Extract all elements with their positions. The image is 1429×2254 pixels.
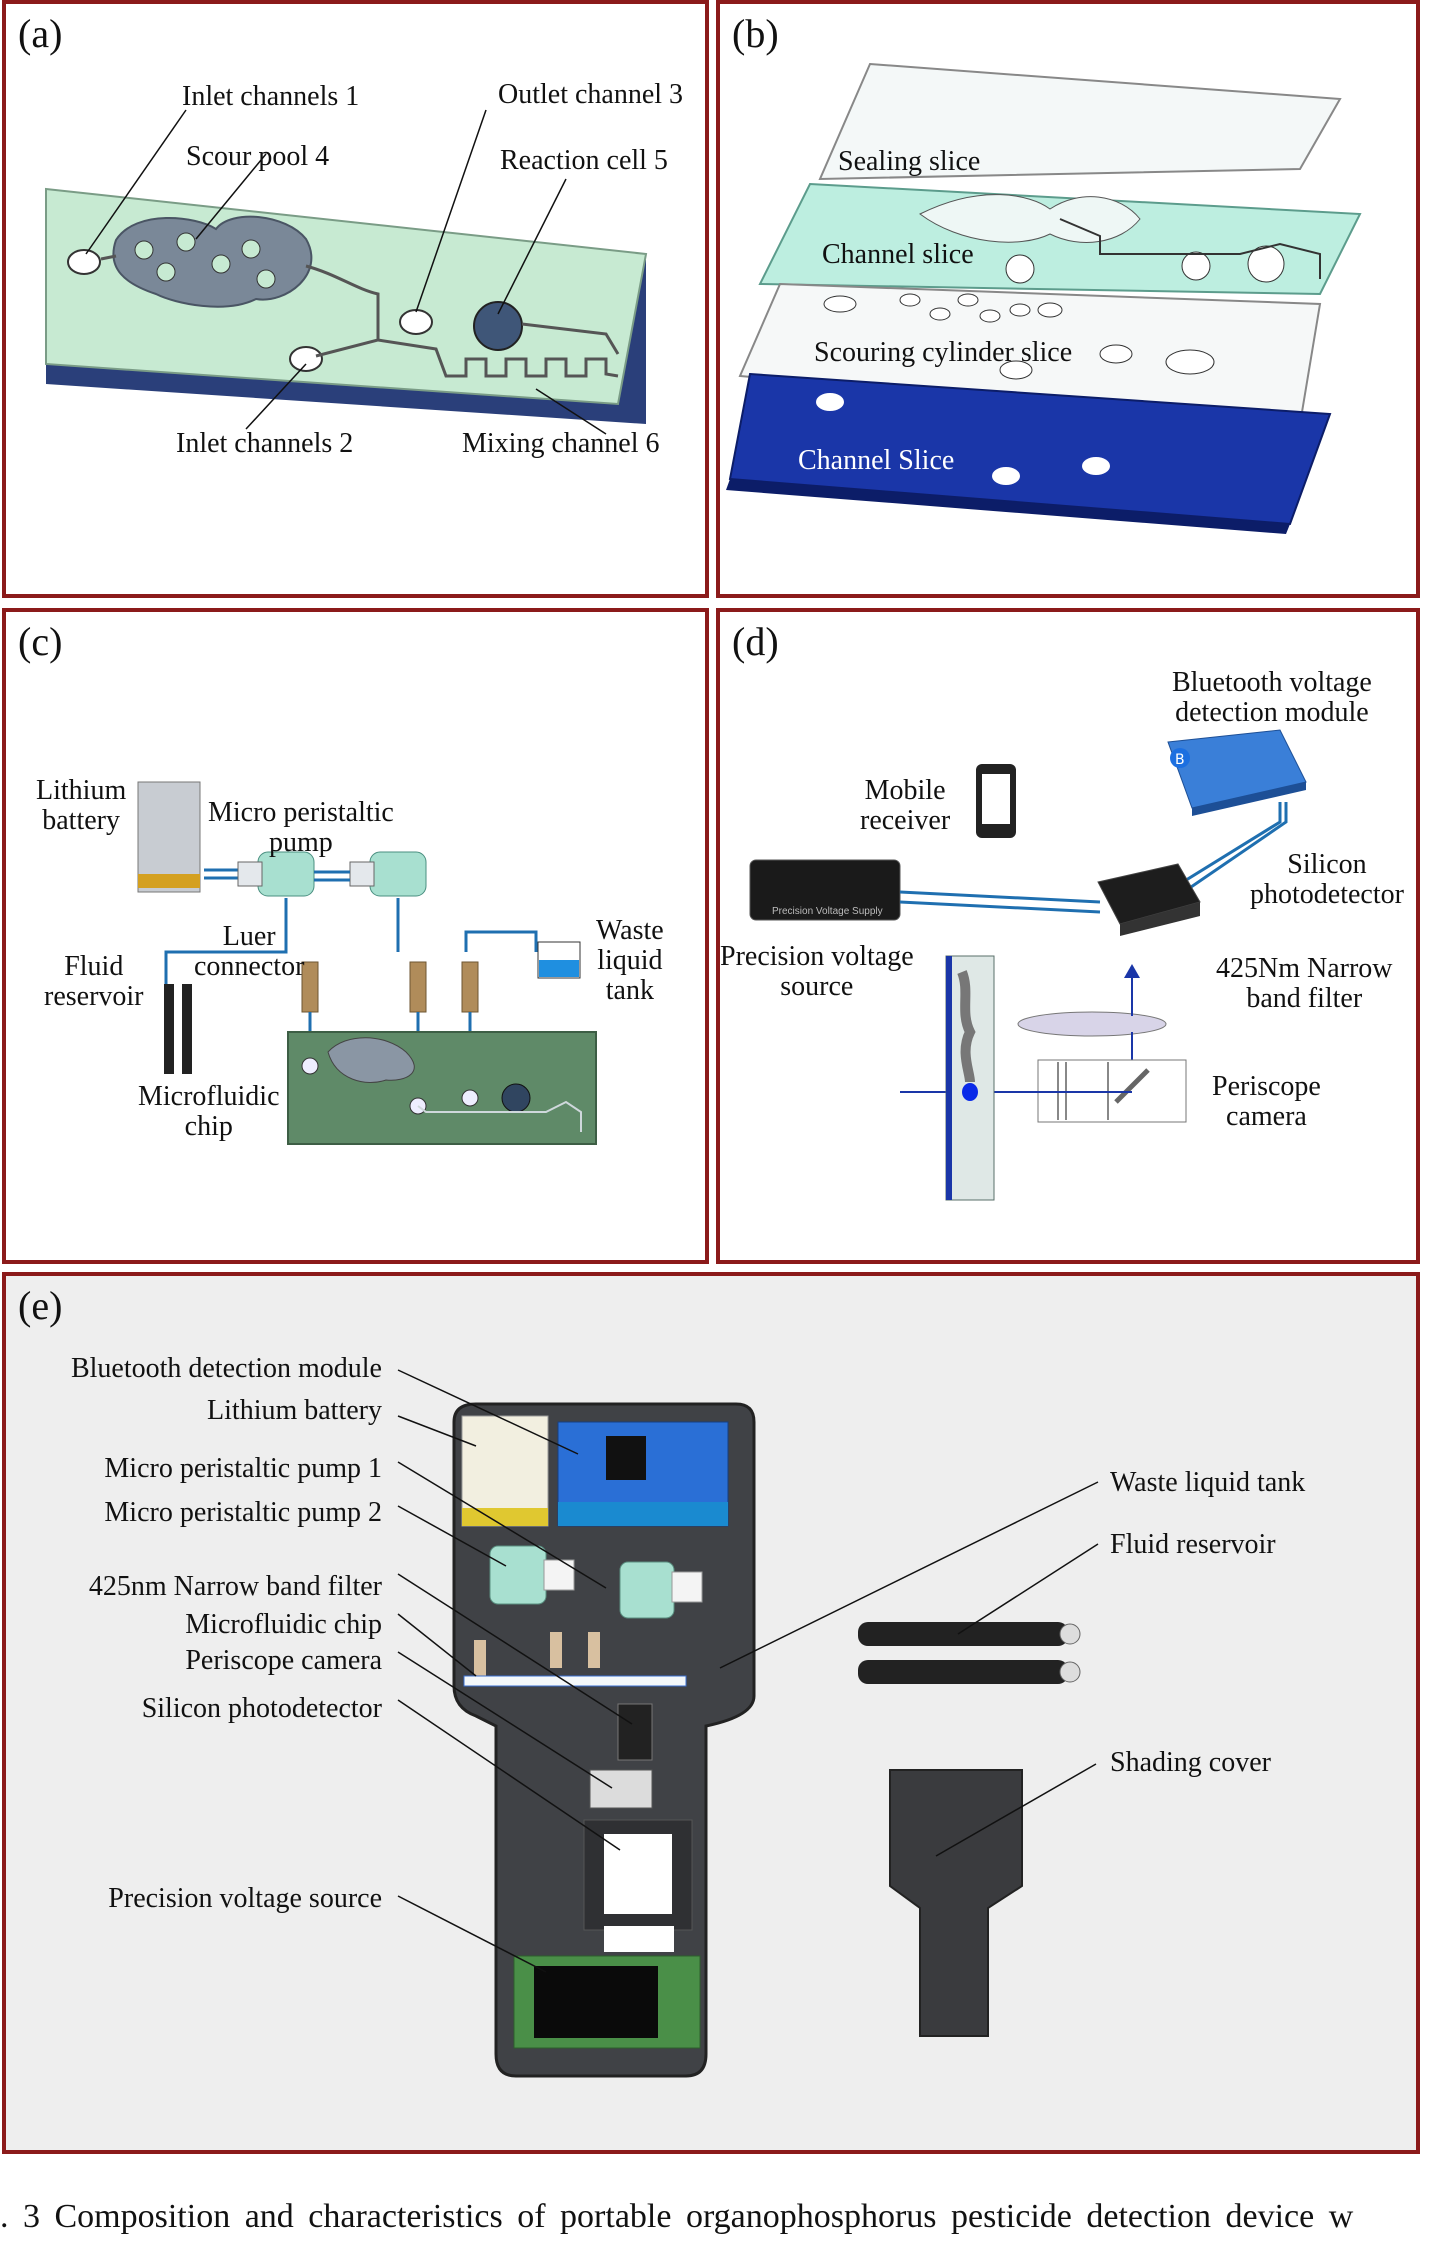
pvs-line1: Precision voltage [720, 941, 914, 972]
luer-line2: connector [194, 951, 305, 982]
label-sealing-slice: Sealing slice [838, 146, 981, 177]
panel-b: (b) Sealing slice Channel slice Scouring… [716, 0, 1420, 598]
label-mixing-channel-6: Mixing channel 6 [462, 428, 660, 459]
label-e-micro-peristaltic-pump-2: Micro peristaltic pump 2 [104, 1497, 382, 1528]
label-mobile-receiver: Mobile receiver [860, 776, 950, 836]
panel-a-tag: (a) [18, 11, 63, 56]
waste-line2: liquid [597, 945, 663, 976]
label-narrow-band-filter: 425Nm Narrow band filter [1216, 954, 1393, 1014]
label-bluetooth-voltage-module: Bluetooth voltage detection module [1172, 668, 1372, 728]
microfluidic-chip-drawing [45, 109, 648, 435]
label-scouring-cylinder-slice: Scouring cylinder slice [814, 337, 1073, 368]
mobile-line1: Mobile [864, 775, 946, 806]
silicon-line1: Silicon [1287, 849, 1367, 880]
panel-d-tag: (d) [732, 619, 779, 664]
lithium-line1: Lithium [36, 775, 127, 806]
waste-line3: tank [605, 975, 654, 1006]
label-lithium-battery: Lithium battery [36, 776, 126, 836]
periscope-line1: Periscope [1212, 1071, 1321, 1102]
optical-electrical-schematic: B [749, 729, 1307, 1201]
label-e-microfluidic-chip: Microfluidic chip [185, 1609, 382, 1640]
pvs-line2: source [780, 971, 854, 1002]
panel-c-tag: (c) [18, 619, 63, 664]
chip-line1: Microfluidic [138, 1081, 280, 1112]
label-fluid-reservoir: Fluid reservoir [44, 952, 144, 1012]
panel-b-tag: (b) [732, 11, 779, 56]
filter-line2: band filter [1246, 983, 1363, 1014]
pump-line2: pump [269, 827, 333, 858]
label-silicon-photodetector: Silicon photodetector [1250, 850, 1404, 910]
panel-e-tag: (e) [18, 1283, 63, 1328]
label-e-periscope-camera: Periscope camera [185, 1645, 382, 1676]
label-e-lithium-battery: Lithium battery [207, 1395, 382, 1426]
label-e-bluetooth-detection-module: Bluetooth detection module [70, 1353, 382, 1384]
fluid-line1: Fluid [64, 951, 124, 982]
label-scour-pool-4: Scour pool 4 [186, 141, 330, 172]
device-render [397, 1369, 1099, 2078]
fluid-path-schematic [137, 781, 597, 1145]
svg-text:B: B [1175, 752, 1185, 768]
figure-caption: . 3 Composition and characteristics of p… [0, 2198, 1354, 2235]
lithium-line2: battery [42, 805, 120, 836]
label-e-silicon-photodetector: Silicon photodetector [141, 1693, 382, 1724]
label-waste-liquid-tank: Waste liquid tank [596, 916, 664, 1006]
device-text: Precision Voltage Supply [772, 906, 883, 917]
chip-line2: chip [184, 1111, 233, 1142]
bt-line2: detection module [1175, 697, 1369, 728]
mobile-line2: receiver [860, 805, 951, 836]
bt-line1: Bluetooth voltage [1172, 667, 1372, 698]
label-channel-slice-bottom: Channel Slice [798, 445, 955, 476]
label-precision-voltage-source: Precision voltage source [720, 942, 914, 1002]
label-reaction-cell-5: Reaction cell 5 [500, 145, 668, 176]
filter-line1: 425Nm Narrow [1216, 953, 1393, 984]
label-inlet-channels-2: Inlet channels 2 [176, 428, 354, 459]
label-e-micro-peristaltic-pump-1: Micro peristaltic pump 1 [104, 1453, 382, 1484]
label-inlet-channels-1: Inlet channels 1 [182, 81, 360, 112]
label-periscope-camera: Periscope camera [1212, 1072, 1321, 1132]
fluid-line2: reservoir [44, 981, 144, 1012]
panel-c: (c) Lithium b [2, 608, 709, 1264]
label-microfluidic-chip: Microfluidic chip [138, 1082, 280, 1142]
panel-d: (d) B Bluetooth voltage [716, 608, 1420, 1264]
label-micro-peristaltic-pump: Micro peristaltic pump [208, 798, 394, 858]
label-channel-slice: Channel slice [822, 239, 974, 270]
label-e-shading-cover: Shading cover [1110, 1747, 1271, 1778]
label-e-waste-liquid-tank: Waste liquid tank [1110, 1467, 1306, 1498]
label-e-precision-voltage-source: Precision voltage source [108, 1883, 382, 1914]
silicon-line2: photodetector [1250, 879, 1404, 910]
pump-line1: Micro peristaltic [208, 797, 394, 828]
luer-line1: Luer [222, 921, 276, 952]
label-e-narrow-band-filter: 425nm Narrow band filter [88, 1571, 382, 1602]
label-e-fluid-reservoir: Fluid reservoir [1110, 1529, 1276, 1560]
label-luer-connector: Luer connector [194, 922, 304, 982]
panel-e: (e) [2, 1272, 1420, 2154]
label-outlet-channel-3: Outlet channel 3 [498, 79, 684, 110]
exploded-layer-drawing [726, 62, 1362, 534]
periscope-line2: camera [1226, 1101, 1307, 1132]
panel-a: (a) Inlet channels 1 Outlet channel 3 Sc… [2, 0, 709, 598]
waste-line1: Waste [596, 915, 664, 946]
